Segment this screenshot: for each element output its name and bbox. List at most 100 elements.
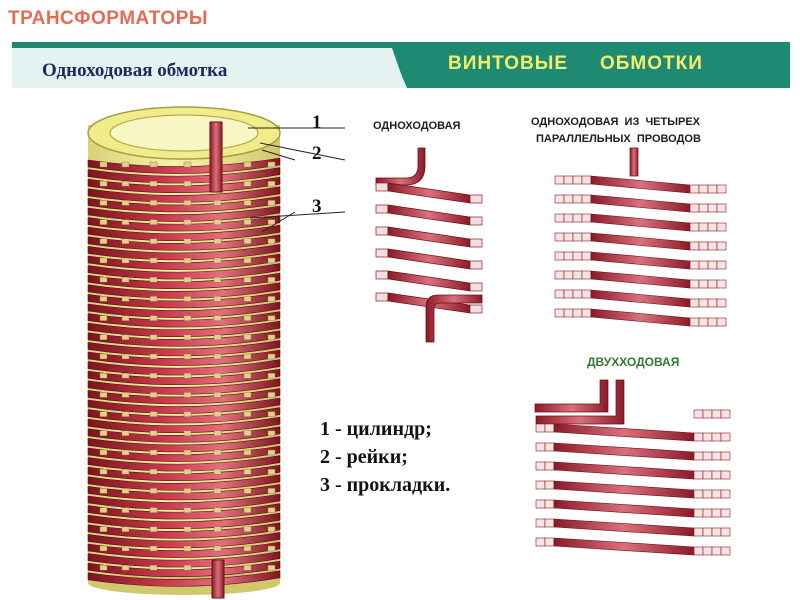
spacer-block bbox=[213, 507, 222, 513]
spacer-block bbox=[183, 565, 192, 571]
four-strip bbox=[590, 232, 691, 251]
double-end-right bbox=[693, 527, 704, 537]
double-end-right bbox=[711, 432, 722, 442]
spacer-block bbox=[183, 488, 192, 494]
turn-end-right bbox=[469, 304, 483, 314]
four-strip bbox=[590, 194, 691, 213]
coil-turns bbox=[87, 157, 281, 587]
spacer-block bbox=[183, 296, 192, 302]
spacer-block bbox=[121, 200, 130, 206]
turn-end-right bbox=[469, 260, 483, 270]
spacer-block bbox=[267, 545, 276, 552]
spacer-block bbox=[243, 161, 252, 168]
coil-turn bbox=[87, 340, 281, 357]
spacer-block bbox=[183, 469, 192, 475]
coil-turn bbox=[87, 532, 281, 549]
double-end-left bbox=[535, 537, 546, 547]
spacer-block bbox=[243, 296, 252, 302]
conductor-end-left bbox=[554, 175, 565, 185]
double-end-left bbox=[535, 461, 546, 471]
spacer-block bbox=[99, 219, 108, 225]
spacer-block bbox=[149, 353, 158, 360]
spacer-block bbox=[213, 488, 222, 494]
spacer-block bbox=[121, 565, 130, 571]
spacer-block bbox=[149, 277, 158, 283]
coil-turn bbox=[87, 416, 281, 433]
spacer-block bbox=[183, 353, 192, 360]
conductor-end-left bbox=[581, 270, 592, 280]
spacer-block bbox=[267, 277, 276, 283]
spacer-block bbox=[213, 469, 222, 475]
conductor-end-right bbox=[698, 298, 709, 308]
spacer-block bbox=[99, 392, 108, 398]
conductor-end-left bbox=[572, 308, 583, 318]
conductor-end-right bbox=[689, 298, 700, 308]
conductor-end-right bbox=[707, 298, 718, 308]
spacer-block bbox=[99, 373, 108, 379]
conductor-end-left bbox=[572, 175, 583, 185]
callout-2: 2 bbox=[312, 143, 322, 164]
coil-turn bbox=[87, 301, 281, 318]
conductor-end-right bbox=[716, 241, 727, 251]
spacer-block bbox=[267, 257, 276, 264]
double-end-left bbox=[535, 480, 546, 490]
conductor-end-right bbox=[698, 222, 709, 232]
spacer-block bbox=[149, 296, 158, 302]
spacer-block bbox=[213, 526, 222, 532]
spacer-block bbox=[243, 526, 252, 532]
spacer-block bbox=[149, 430, 158, 436]
spacer-block bbox=[213, 392, 222, 398]
turn-end-left bbox=[375, 182, 389, 192]
double-end-right bbox=[720, 432, 731, 442]
four-strip bbox=[590, 213, 691, 232]
conductor-end-right bbox=[689, 317, 700, 327]
spacer-block bbox=[121, 161, 130, 168]
label-single-pass: ОДНОХОДОВАЯ bbox=[373, 120, 461, 132]
four-parallel-diagram bbox=[554, 147, 727, 327]
turn-strip bbox=[387, 248, 471, 270]
spacer-block bbox=[213, 545, 222, 552]
spacer-block bbox=[149, 411, 158, 417]
double-end-right bbox=[711, 489, 722, 499]
spacer-block bbox=[149, 507, 158, 513]
turn-end-right bbox=[469, 216, 483, 226]
legend-item-rails: 2 - рейки; bbox=[320, 446, 408, 468]
double-end-right bbox=[720, 489, 731, 499]
spacer-block bbox=[99, 545, 108, 552]
coil-turn bbox=[87, 263, 281, 280]
conductor-end-left bbox=[554, 289, 565, 299]
double-end-right bbox=[693, 470, 704, 480]
spacer-block bbox=[267, 565, 276, 571]
double-end-right bbox=[693, 451, 704, 461]
spacer-block bbox=[243, 545, 252, 552]
spacer-block bbox=[183, 430, 192, 436]
double-end-right-top bbox=[720, 409, 731, 419]
spacer-block bbox=[149, 545, 158, 552]
spacer-block bbox=[121, 526, 130, 532]
coil-turn bbox=[87, 359, 281, 376]
spacer-block bbox=[183, 315, 192, 321]
conductor-end-left bbox=[572, 251, 583, 261]
double-end-right-top bbox=[702, 409, 713, 419]
conductor-end-right bbox=[707, 317, 718, 327]
spacer-block bbox=[267, 507, 276, 513]
conductor-end-right bbox=[698, 279, 709, 289]
spacer-block bbox=[149, 334, 158, 340]
coil-turn bbox=[87, 244, 281, 261]
spacer-block bbox=[243, 373, 252, 379]
spacer-block bbox=[121, 277, 130, 283]
turn-strip bbox=[387, 270, 471, 292]
spacer-block bbox=[267, 334, 276, 340]
turn-end-left bbox=[375, 226, 389, 236]
spacer-block bbox=[149, 488, 158, 494]
section-title-word2: ОБМОТКИ bbox=[600, 53, 703, 74]
double-strip bbox=[553, 442, 695, 461]
spacer-block bbox=[99, 353, 108, 360]
spacer-block bbox=[213, 373, 222, 379]
conductor-end-right bbox=[716, 260, 727, 270]
spacer-block bbox=[243, 488, 252, 494]
spacer-block bbox=[99, 161, 108, 168]
spacer-block bbox=[243, 430, 252, 436]
spacer-block bbox=[183, 545, 192, 552]
